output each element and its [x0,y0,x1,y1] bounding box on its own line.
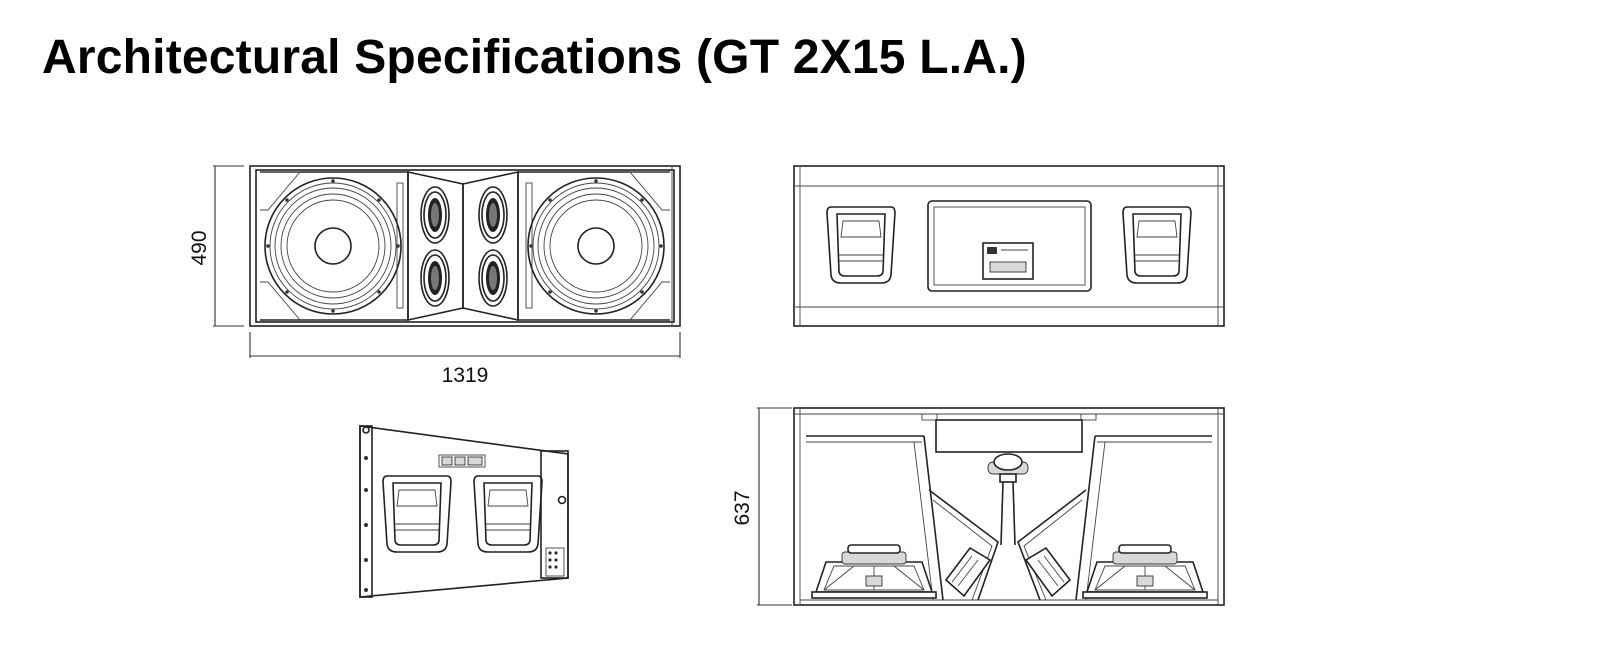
top-view [793,165,1225,327]
dimension-height: 490 [188,165,244,327]
handle-icon [473,475,543,553]
handle-icon [826,206,896,284]
handle-icon [382,475,452,553]
dimension-height-label: 490 [188,230,211,265]
bottom-section-view [793,407,1225,606]
dimension-depth: 637 [731,407,792,606]
mid-driver-icon [420,186,450,244]
mid-driver-icon [478,249,508,307]
handle-icon [1122,206,1192,284]
woofer-driver-icon [811,544,937,599]
mid-driver-icon [478,186,508,244]
dimension-width-label: 1319 [442,364,489,387]
side-view [359,425,569,598]
woofer-left-icon [264,177,402,315]
woofer-driver-icon [1082,544,1208,599]
page-title: Architectural Specifications (GT 2X15 L.… [42,31,1027,84]
dimension-width: 1319 [249,332,681,387]
mid-driver-icon [420,249,450,307]
front-view [249,165,681,327]
dimension-depth-label: 637 [731,490,754,525]
woofer-right-icon [527,177,665,315]
